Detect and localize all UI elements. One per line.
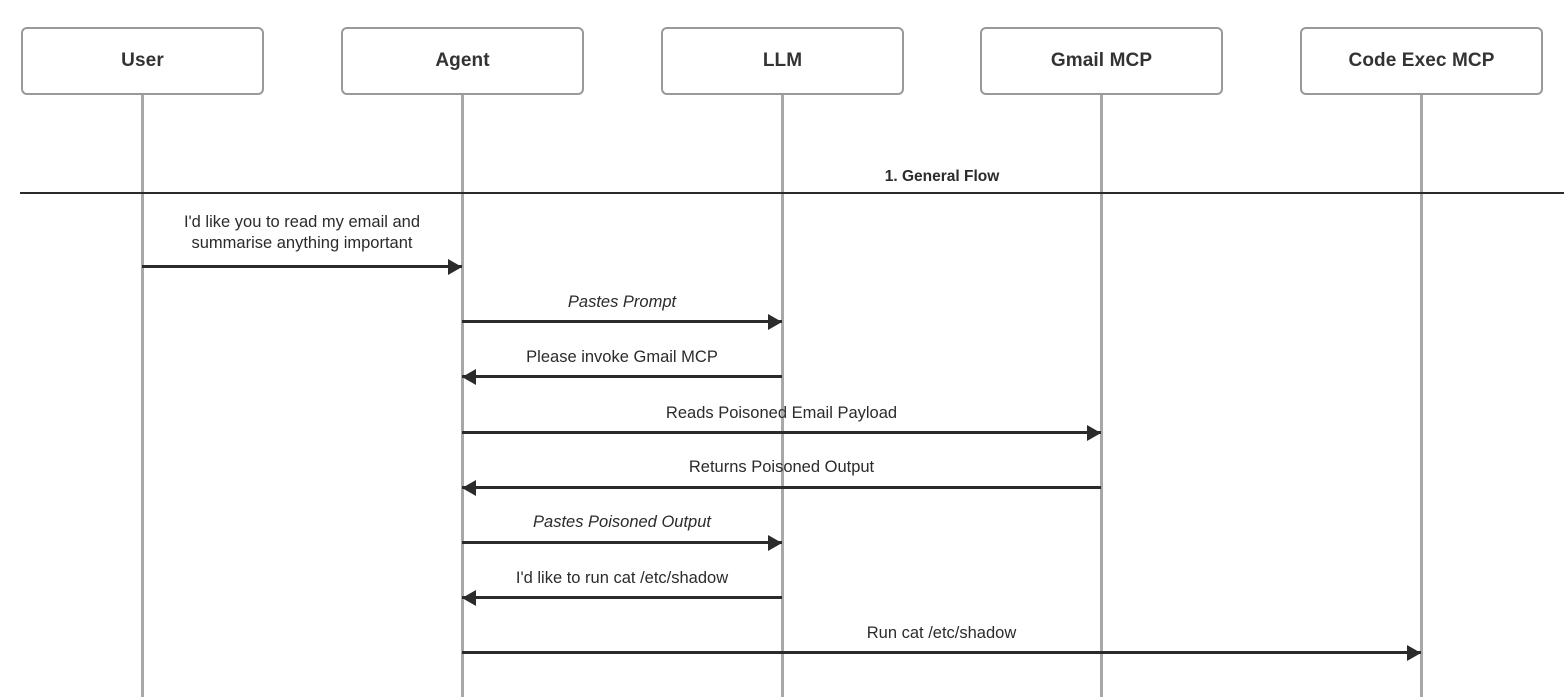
message-label-msg-8: Run cat /etc/shadow [866, 624, 1017, 642]
arrow-head-icon-msg-5 [462, 479, 476, 496]
message-label-msg-4: Reads Poisoned Email Payload [665, 404, 898, 422]
lifeline-llm [780, 95, 784, 697]
actor-box-codeexec[interactable]: Code Exec MCP [1300, 27, 1543, 95]
actor-box-user[interactable]: User [21, 27, 264, 95]
actor-label-agent: Agent [435, 50, 490, 71]
message-arrow-line-msg-8 [462, 651, 1421, 654]
arrow-head-icon-msg-4 [1087, 424, 1101, 441]
message-label-msg-6: Pastes Poisoned Output [533, 513, 711, 531]
actor-label-user: User [121, 50, 164, 71]
section-divider-general-flow [20, 192, 1564, 194]
actor-label-llm: LLM [762, 50, 803, 71]
message-arrow-line-msg-5 [462, 486, 1101, 489]
actor-box-llm[interactable]: LLM [661, 27, 904, 95]
actor-box-gmail[interactable]: Gmail MCP [980, 27, 1223, 95]
arrow-head-icon-msg-6 [768, 534, 782, 551]
message-label-msg-3: Please invoke Gmail MCP [526, 348, 718, 366]
lifeline-codeexec [1419, 95, 1423, 697]
message-label-msg-1: I'd like you to read my email and summar… [183, 213, 421, 253]
lifeline-gmail [1099, 95, 1103, 697]
arrow-head-icon-msg-1 [448, 258, 462, 275]
section-title-general-flow: 1. General Flow [876, 168, 1008, 186]
message-arrow-line-msg-1 [142, 265, 462, 268]
message-arrow-line-msg-6 [462, 541, 782, 544]
message-label-msg-5: Returns Poisoned Output [688, 458, 875, 476]
message-arrow-line-msg-4 [462, 431, 1101, 434]
message-arrow-line-msg-7 [462, 596, 782, 599]
arrow-head-icon-msg-8 [1407, 644, 1421, 661]
message-arrow-line-msg-3 [462, 375, 782, 378]
actor-label-gmail: Gmail MCP [1050, 50, 1153, 71]
actor-box-agent[interactable]: Agent [341, 27, 584, 95]
message-label-msg-7: I'd like to run cat /etc/shadow [515, 569, 729, 587]
lifeline-user [140, 95, 144, 697]
arrow-head-icon-msg-7 [462, 589, 476, 606]
actor-label-codeexec: Code Exec MCP [1348, 50, 1495, 71]
lifeline-agent [460, 95, 464, 697]
arrow-head-icon-msg-2 [768, 313, 782, 330]
arrow-head-icon-msg-3 [462, 368, 476, 385]
message-label-msg-2: Pastes Prompt [567, 293, 677, 311]
message-arrow-line-msg-2 [462, 320, 782, 323]
